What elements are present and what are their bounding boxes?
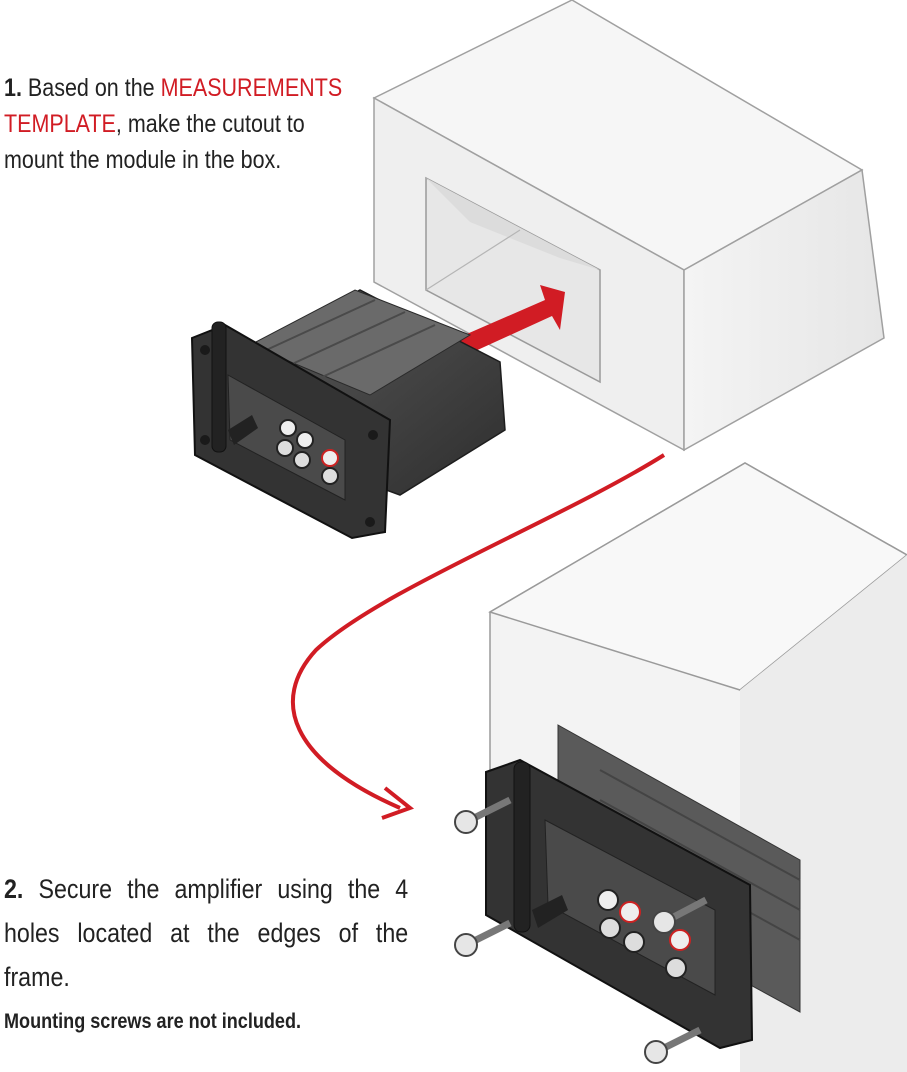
antenna-icon xyxy=(211,321,258,453)
step2-text: Secure the amplifier using the 4 holes l… xyxy=(4,874,409,992)
step2-number: 2. xyxy=(4,874,24,904)
step1-text-before: Based on the xyxy=(21,74,161,102)
screw-icon xyxy=(454,919,512,957)
amplifier-module-top xyxy=(190,289,506,540)
step1-instruction: 1. Based on the MEASUREMENTS TEMPLATE, m… xyxy=(4,70,352,178)
antenna-icon xyxy=(513,761,568,933)
amplifier-module-installed xyxy=(485,758,754,1050)
rca-connector-icon xyxy=(276,419,339,485)
screw-icon xyxy=(652,896,708,934)
measurements-template-link: MEASUREMENTS TEMPLATE xyxy=(4,74,343,138)
step1-number: 1. xyxy=(4,74,22,102)
step1-text-after: , make the cutout to mount the module in… xyxy=(4,110,305,174)
box-cutout xyxy=(425,176,601,384)
screw-icon xyxy=(454,796,512,834)
transition-arrow-icon xyxy=(290,453,666,820)
screws-note: Mounting screws are not included. xyxy=(4,1010,302,1033)
step2-instruction: 2. Secure the amplifier using the 4 hole… xyxy=(4,867,408,999)
screw-icon xyxy=(644,1026,702,1064)
top-enclosure-box xyxy=(372,0,885,452)
rca-connector-icon xyxy=(597,889,691,979)
